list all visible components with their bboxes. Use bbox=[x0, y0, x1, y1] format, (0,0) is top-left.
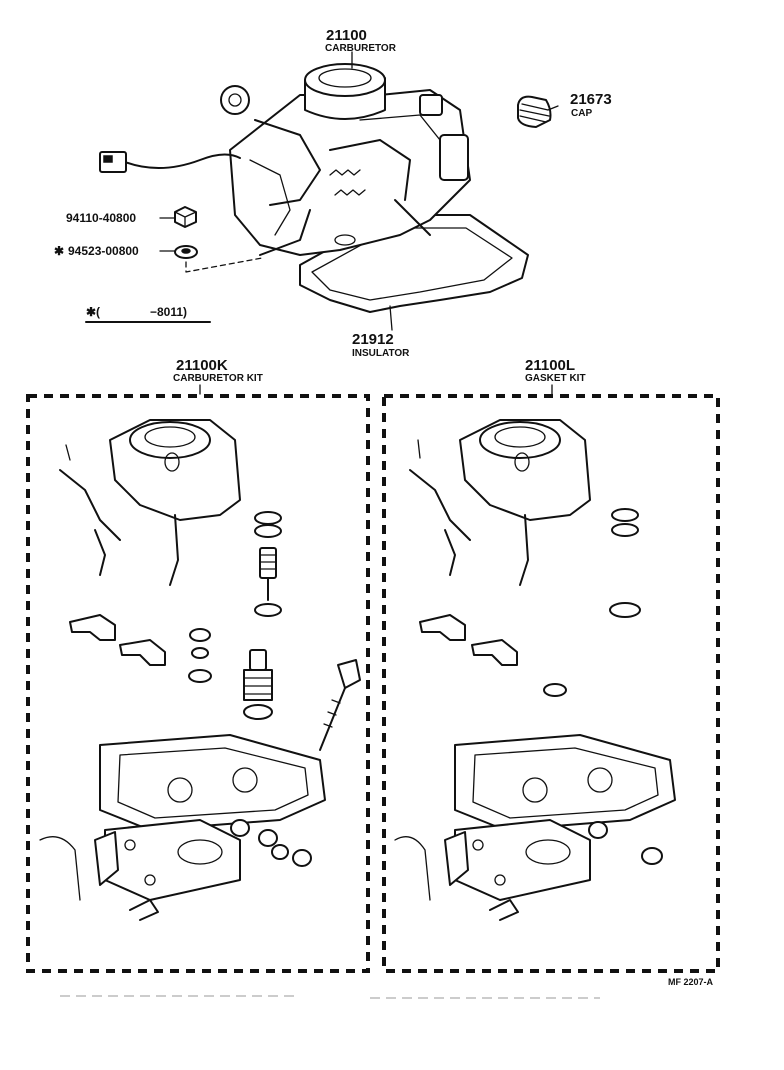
gasket-kit-part-name: GASKET KIT bbox=[525, 373, 586, 384]
carburetor-kit-levers[interactable] bbox=[69, 614, 166, 666]
cap-part-number[interactable]: 21673 bbox=[570, 91, 612, 108]
carburetor-kit-idle-screw[interactable] bbox=[319, 659, 361, 751]
cap-leader bbox=[547, 105, 559, 111]
insulator-leader bbox=[389, 305, 393, 331]
washer-icon[interactable] bbox=[174, 245, 198, 259]
carburetor-kit-main-gasket[interactable] bbox=[99, 734, 326, 831]
nut-part-number[interactable]: 94110-40800 bbox=[66, 211, 136, 225]
insulator-part-name: INSULATOR bbox=[352, 348, 410, 359]
carburetor-kit-air-horn[interactable] bbox=[59, 419, 241, 586]
gasket-kit-o-rings[interactable] bbox=[588, 821, 663, 865]
washer-leader bbox=[185, 257, 263, 273]
gasket-kit-box[interactable] bbox=[382, 394, 720, 973]
cap-icon[interactable] bbox=[517, 95, 552, 128]
carburetor-kit-box[interactable] bbox=[26, 394, 370, 973]
nut-icon[interactable] bbox=[174, 206, 197, 228]
gasket-kit-air-horn[interactable] bbox=[409, 419, 591, 586]
insulator-part-number[interactable]: 21912 bbox=[352, 331, 394, 348]
washer-mark: ✱ bbox=[54, 244, 64, 258]
carburetor-kit-part-name: CARBURETOR KIT bbox=[173, 373, 263, 384]
carburetor-kit-needle-valve[interactable] bbox=[259, 547, 277, 601]
gasket-kit-small-gaskets[interactable] bbox=[543, 508, 641, 697]
carburetor-part-name: CARBURETOR bbox=[325, 43, 397, 54]
carburetor-kit-o-rings[interactable] bbox=[230, 819, 312, 867]
gasket-kit-main-gasket[interactable] bbox=[454, 734, 676, 831]
gasket-kit-clip[interactable] bbox=[489, 899, 519, 921]
carburetor-kit-clip[interactable] bbox=[129, 899, 159, 921]
cap-part-name: CAP bbox=[571, 108, 592, 119]
carburetor-kit-part-number[interactable]: 21100K bbox=[176, 357, 228, 374]
gasket-kit-levers[interactable] bbox=[419, 614, 518, 666]
carburetor-kit-base-gasket[interactable] bbox=[94, 819, 241, 901]
carburetor-kit-outline-hint bbox=[39, 836, 81, 901]
figure-code: MF 2207-A bbox=[668, 977, 714, 987]
carburetor-kit-small-seals[interactable] bbox=[188, 628, 212, 683]
carburetor-illustration[interactable] bbox=[99, 63, 529, 313]
carburetor-kit-power-valve[interactable] bbox=[243, 649, 273, 720]
applicability-note-mark: ✱( bbox=[86, 305, 100, 319]
carburetor-kit-gaskets-small[interactable] bbox=[254, 511, 282, 617]
washer-part-number[interactable]: 94523-00800 bbox=[68, 244, 139, 258]
carburetor-part-number[interactable]: 21100 bbox=[326, 27, 367, 44]
scan-artifact-line bbox=[60, 995, 600, 999]
gasket-kit-base-gasket[interactable] bbox=[444, 819, 591, 901]
gasket-kit-outline-hint bbox=[394, 836, 431, 901]
applicability-note-range: −8011) bbox=[150, 305, 187, 319]
gasket-kit-part-number[interactable]: 21100L bbox=[525, 357, 575, 374]
